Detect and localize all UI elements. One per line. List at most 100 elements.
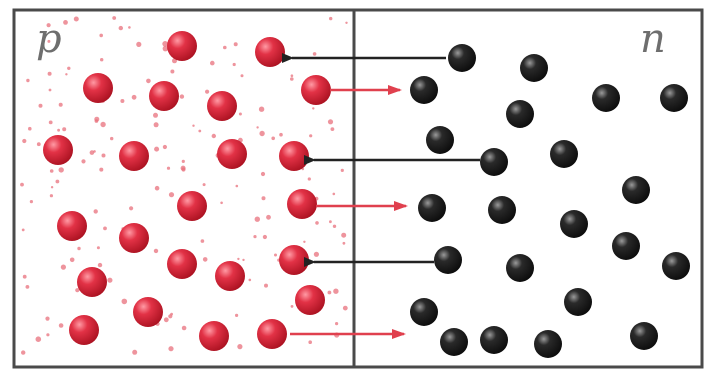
dopant-dot <box>107 277 113 283</box>
hole-icon <box>57 211 87 241</box>
dopant-dot <box>198 129 202 133</box>
dopant-dot <box>262 234 267 240</box>
dopant-dot <box>237 344 243 350</box>
dopant-dot <box>131 94 137 100</box>
dopant-dot <box>118 25 124 31</box>
dopant-dot <box>233 42 238 47</box>
hole-icon <box>177 191 207 221</box>
dopant-dot <box>254 216 260 222</box>
hole-icon <box>77 267 107 297</box>
hole-icon <box>133 297 163 327</box>
electron-icon <box>480 148 508 176</box>
dopant-dot <box>200 239 205 243</box>
electron-icon <box>410 76 438 104</box>
dopant-dot <box>168 346 174 352</box>
dopant-dot <box>162 41 168 47</box>
electron-icon <box>520 54 548 82</box>
hole-icon <box>279 141 309 171</box>
dopant-dot <box>38 103 43 108</box>
dopant-dot <box>154 146 160 152</box>
dopant-dot <box>48 120 53 125</box>
dopant-dot <box>235 313 239 317</box>
electron-icon <box>506 254 534 282</box>
dopant-dot <box>99 167 104 172</box>
dopant-dot <box>162 45 169 52</box>
electron-icon <box>488 196 516 224</box>
dopant-dot <box>181 159 185 163</box>
dopant-dot <box>345 21 348 24</box>
dopant-dot <box>235 184 239 188</box>
hole-icon <box>279 245 309 275</box>
electron-icon <box>560 210 588 238</box>
dopant-dot <box>290 74 294 77</box>
dopant-dot <box>55 179 60 184</box>
hole-icon <box>215 261 245 291</box>
dopant-dot <box>223 45 227 50</box>
dopant-dot <box>312 107 315 110</box>
diffusion-arrows <box>282 53 480 339</box>
holes-group <box>43 31 331 351</box>
dopant-dot <box>99 33 103 38</box>
dopant-dot <box>309 134 313 138</box>
dopant-dot <box>211 133 216 139</box>
electron-icon <box>506 100 534 128</box>
dopant-dot <box>329 220 332 224</box>
hole-icon <box>301 75 331 105</box>
dopant-dot <box>232 62 236 67</box>
dopant-dot <box>21 350 26 355</box>
dopant-dot <box>121 298 128 305</box>
dopant-dot <box>259 130 265 137</box>
dopant-dot <box>271 136 276 141</box>
dopant-dot <box>154 185 160 191</box>
hole-icon <box>43 135 73 165</box>
hole-icon <box>255 37 285 67</box>
dopant-dot <box>181 325 187 331</box>
dopant-dot <box>132 349 138 355</box>
n-region-label: n <box>640 16 666 62</box>
dopant-dot <box>290 77 294 81</box>
dopant-dot <box>77 246 81 251</box>
dopant-dot <box>81 159 86 164</box>
dopant-dot <box>342 241 346 245</box>
dopant-dot <box>170 69 175 74</box>
dopant-dot <box>100 121 106 128</box>
dopant-dot <box>308 340 313 345</box>
dopant-dot <box>240 74 244 78</box>
hole-icon <box>257 319 287 349</box>
electron-icon <box>660 84 688 112</box>
dopant-dot <box>274 253 277 257</box>
dopant-dot <box>342 305 348 311</box>
dopant-dot <box>242 258 245 262</box>
dopant-dot <box>179 94 185 99</box>
dopant-dot <box>89 150 95 155</box>
dopant-dot <box>330 127 335 131</box>
electron-icon <box>480 326 508 354</box>
dopant-dot <box>341 232 347 238</box>
dopant-dot <box>329 16 333 21</box>
dopant-dot <box>57 128 60 132</box>
dopant-dot <box>21 228 25 232</box>
dopant-dot <box>205 89 210 94</box>
dopant-dot <box>67 66 71 71</box>
electron-icon <box>410 298 438 326</box>
dopant-dot <box>153 112 158 118</box>
dopant-dot <box>47 39 51 43</box>
dopant-dot <box>290 305 294 308</box>
dopant-dot <box>327 290 332 295</box>
dopant-dot <box>47 71 52 76</box>
electron-icon <box>564 288 592 316</box>
dopant-dot <box>162 144 167 150</box>
electron-icon <box>630 322 658 350</box>
hole-icon <box>287 189 317 219</box>
electron-icon <box>426 126 454 154</box>
dopant-dot <box>303 240 306 243</box>
dopant-dot <box>129 206 134 211</box>
dopant-dot <box>256 126 259 129</box>
dopant-dot <box>312 52 317 56</box>
hole-icon <box>69 315 99 345</box>
hole-icon <box>295 285 325 315</box>
dopant-dot <box>49 169 54 173</box>
electron-icon <box>418 194 446 222</box>
dopant-dot <box>333 288 339 294</box>
dopant-dot <box>266 214 271 220</box>
